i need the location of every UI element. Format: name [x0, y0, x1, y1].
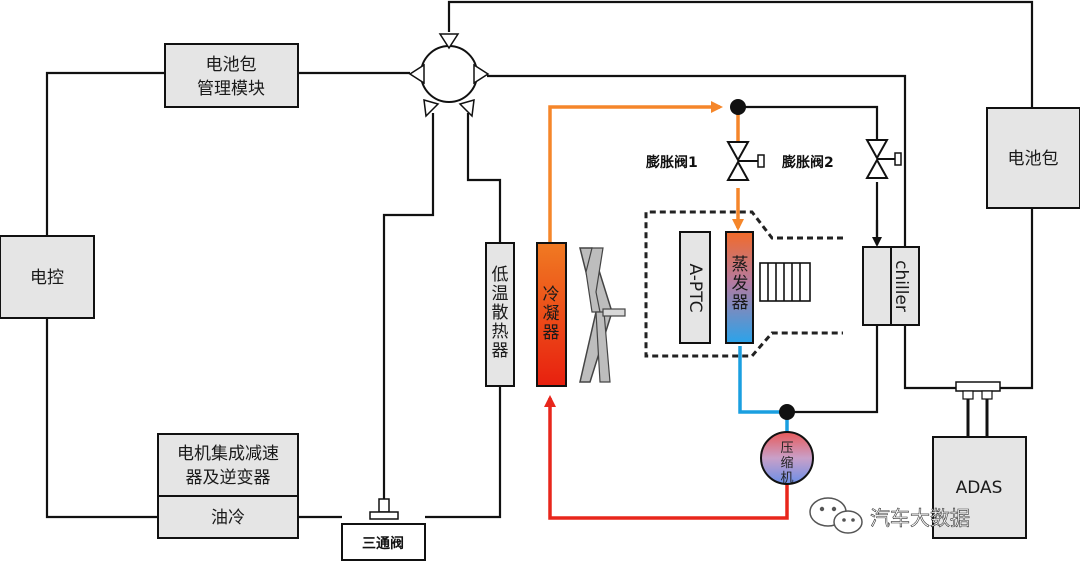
- radiator-char-1: 低: [492, 265, 509, 285]
- blower-icon: [759, 262, 811, 302]
- evaporator-char-2: 发: [732, 274, 749, 294]
- three-way-valve-label: 三通阀: [362, 535, 404, 552]
- expansion-valve-2-label: 膨胀阀2: [782, 154, 834, 171]
- watermark-text: 汽车大数据: [870, 506, 970, 530]
- refrigerant-orange-line: [548, 101, 723, 243]
- valve-port-left: [408, 63, 425, 85]
- radiator-char-2: 温: [492, 284, 509, 304]
- a-ptc-label: A-PTC: [685, 264, 705, 313]
- motor-unit-line1: 电机集成减速: [177, 444, 279, 464]
- valve-port-bottom-right: [458, 98, 475, 118]
- condenser-char-3: 器: [543, 323, 560, 343]
- compressor-char-3: 机: [780, 471, 793, 486]
- fan-icon: [579, 247, 626, 383]
- hvac-housing: [644, 210, 843, 358]
- refrigerant-blue-line: [738, 346, 789, 438]
- junction-top: [730, 99, 746, 115]
- junction-bottom: [779, 404, 795, 420]
- battery-pack-label: 电池包: [1008, 149, 1059, 169]
- compressor-char-2: 缩: [780, 455, 793, 471]
- ecu-label: 电控: [30, 268, 64, 288]
- adas-box: ADAS: [932, 436, 1027, 539]
- compressor-char-1: 压: [780, 441, 793, 456]
- expansion-valve-1-label: 膨胀阀1: [646, 154, 698, 171]
- adas-splitter: [955, 381, 1001, 400]
- oil-cooling-label: 油冷: [211, 508, 245, 528]
- motor-unit-box: 电机集成减速 器及逆变器: [157, 433, 299, 497]
- valve-port-top: [438, 33, 460, 50]
- evaporator-char-1: 蒸: [732, 255, 749, 275]
- radiator-char-4: 热: [492, 322, 509, 342]
- adas-label: ADAS: [956, 478, 1003, 498]
- battery-mgmt-line1: 电池包: [206, 55, 257, 75]
- wechat-icon: [809, 497, 863, 534]
- evaporator: 蒸 发 器: [725, 231, 754, 344]
- watermark: 汽车大数据: [809, 497, 970, 534]
- condenser: 冷 凝 器: [536, 242, 567, 387]
- compressor: 压 缩 机: [760, 431, 814, 486]
- evaporator-char-3: 器: [732, 293, 749, 313]
- expansion-valve-1: [726, 141, 765, 181]
- condenser-char-2: 凝: [543, 304, 560, 324]
- radiator-char-5: 器: [492, 341, 509, 361]
- chiller-box: chiller: [862, 246, 920, 326]
- a-ptc-box: A-PTC: [679, 231, 711, 344]
- four-way-valve: [408, 33, 490, 118]
- valve-port-bottom-left: [423, 98, 440, 118]
- battery-pack-box: 电池包: [986, 107, 1080, 209]
- three-way-valve: 三通阀: [341, 498, 426, 561]
- motor-unit-line2: 器及逆变器: [186, 468, 271, 488]
- battery-mgmt-line2: 管理模块: [197, 79, 265, 99]
- valve-port-right: [473, 63, 490, 85]
- refrigerant-red-line: [544, 395, 789, 520]
- expansion-valve-2: [865, 139, 902, 179]
- chiller-label: chiller: [891, 260, 911, 312]
- condenser-char-1: 冷: [543, 285, 560, 305]
- oil-cooling-box: 油冷: [157, 495, 299, 539]
- battery-management-module: 电池包 管理模块: [164, 43, 299, 108]
- ecu-box: 电控: [0, 235, 95, 319]
- radiator-char-3: 散: [492, 303, 509, 323]
- low-temp-radiator: 低 温 散 热 器: [485, 242, 515, 387]
